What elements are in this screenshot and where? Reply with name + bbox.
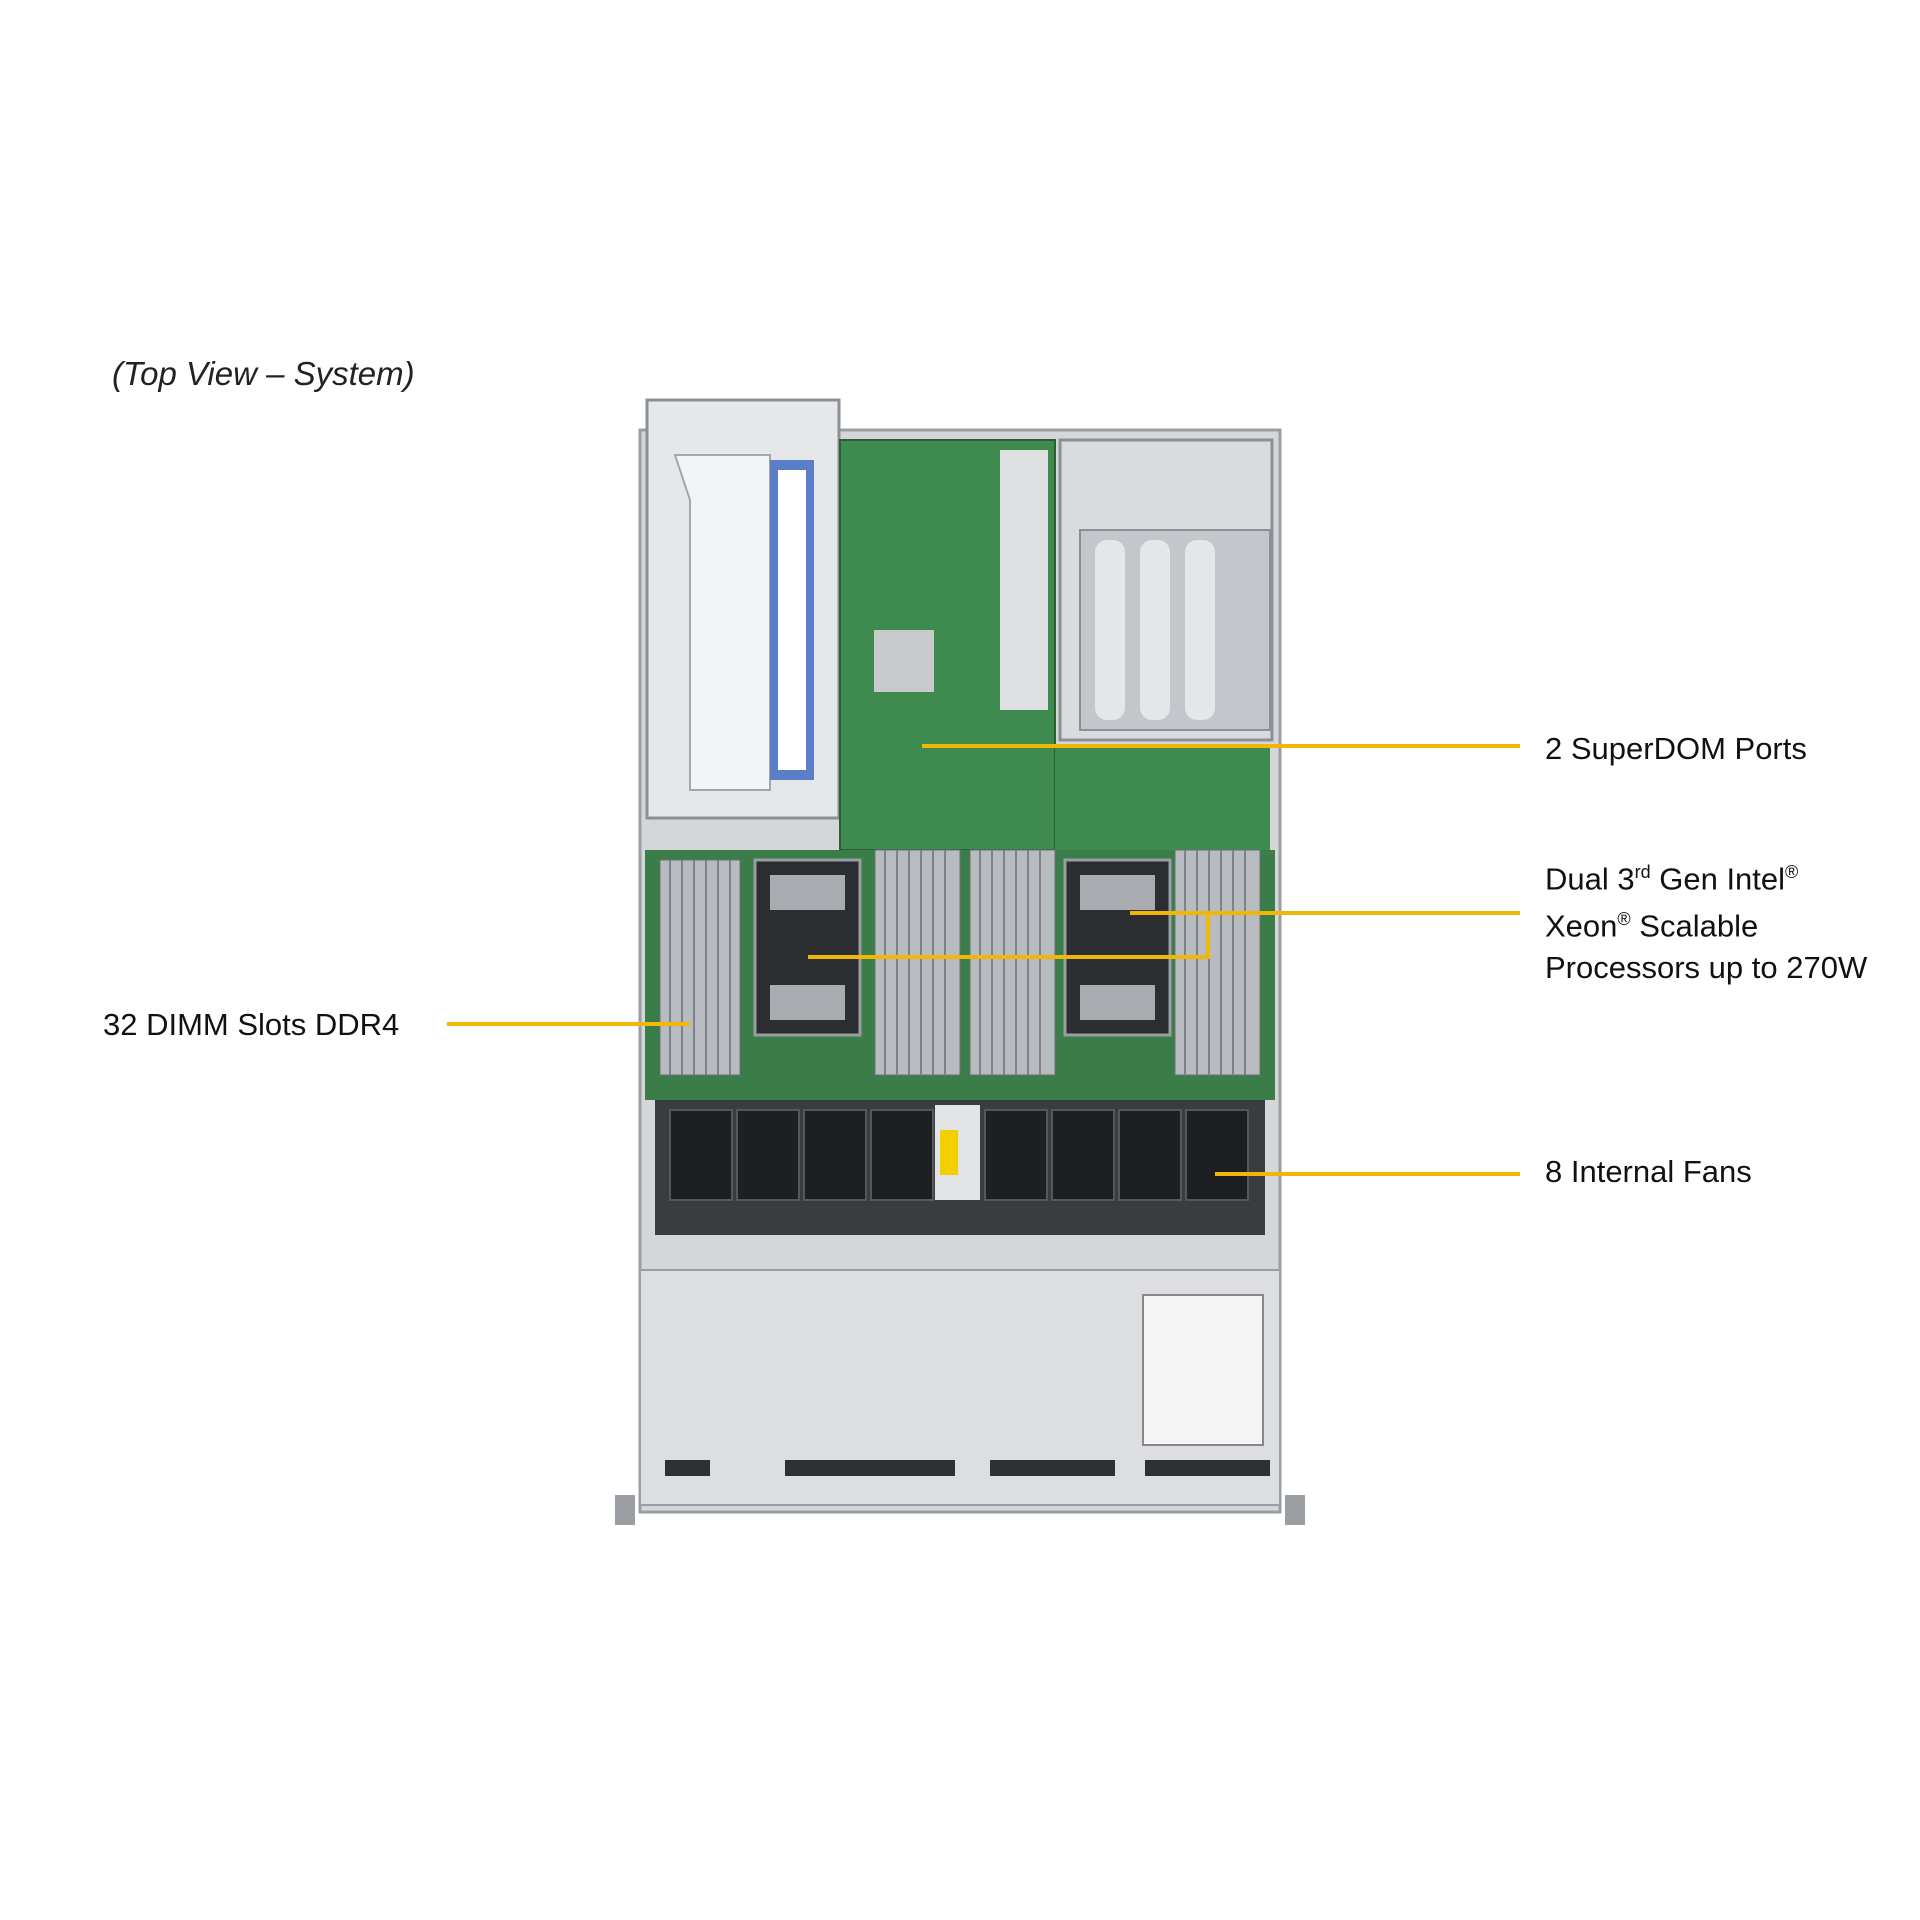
pcb-right-area bbox=[1055, 745, 1270, 850]
callout-leader-lines bbox=[447, 744, 1520, 1176]
callout-processors: Dual 3rd Gen Intel® Xeon® Scalable Proce… bbox=[1545, 852, 1867, 988]
callout-dimm-slots: 32 DIMM Slots DDR4 bbox=[103, 1007, 400, 1042]
service-label bbox=[1142, 1294, 1264, 1446]
callout-processors-line3: Processors up to 270W bbox=[1545, 949, 1868, 985]
callout-internal-fans: 8 Internal Fans bbox=[1545, 1154, 1752, 1189]
callout-processors-line2: Xeon® Scalable bbox=[1545, 908, 1759, 944]
callout-processors-line1: Dual 3rd Gen Intel® bbox=[1545, 861, 1799, 897]
system-caption: (Top View – System) bbox=[112, 355, 415, 392]
cpu-heatsinks bbox=[753, 858, 1172, 1037]
internal-fans bbox=[669, 1109, 1249, 1201]
leader-cpu bbox=[808, 911, 1520, 959]
callout-superdom-ports: 2 SuperDOM Ports bbox=[1545, 731, 1807, 766]
